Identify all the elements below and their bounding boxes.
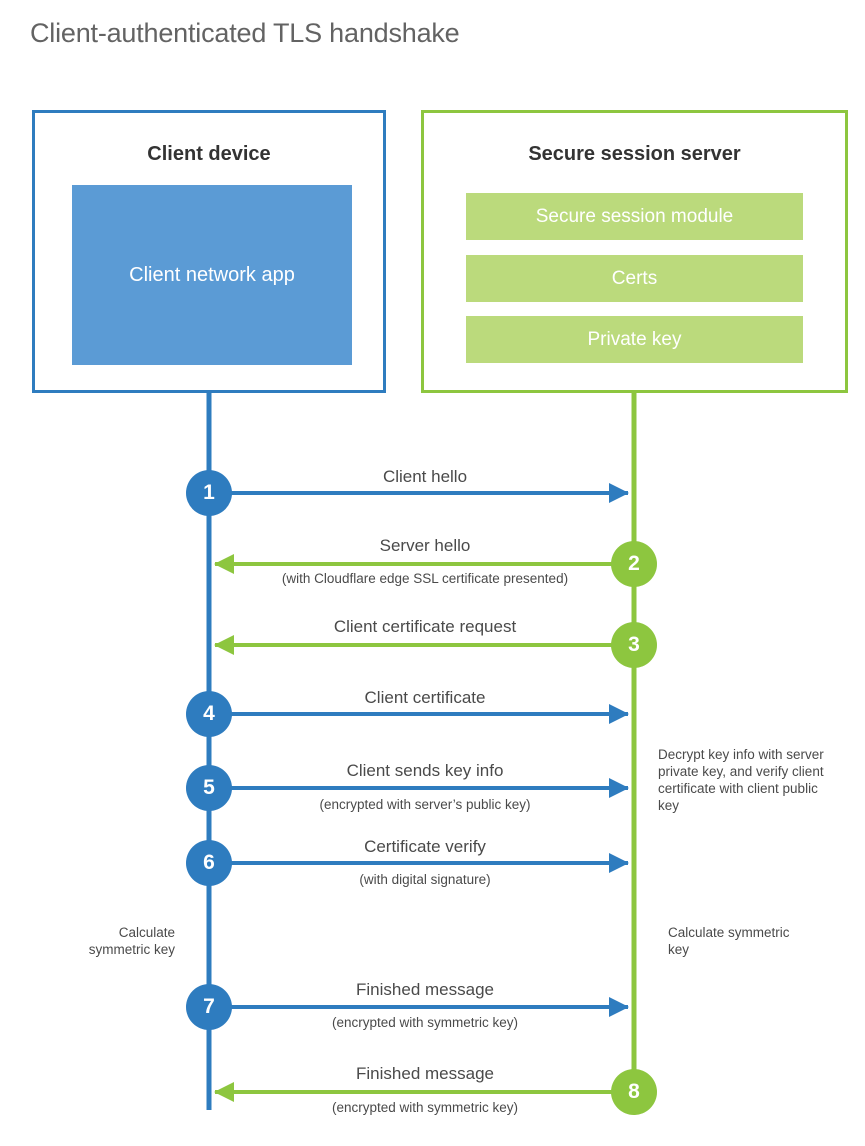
- message-label-8: Finished message: [356, 1064, 494, 1083]
- server-decrypt-note: Decrypt key info with server private key…: [658, 747, 824, 813]
- message-label-3: Client certificate request: [333, 617, 517, 636]
- step-badge-5[interactable]: 5: [186, 765, 232, 811]
- server-module-private-key: Private key: [466, 316, 803, 363]
- step-badge-3[interactable]: 3: [611, 622, 657, 668]
- server-calculate-symmetric-key-note: Calculate symmetric key: [668, 925, 790, 957]
- server-module-certs: Certs: [466, 255, 803, 302]
- message-label-1: Client hello: [382, 467, 468, 486]
- server-module-secure-session: Secure session module: [466, 193, 803, 240]
- step-badge-1[interactable]: 1: [186, 470, 232, 516]
- client-calculate-symmetric-key-note: Calculate symmetric key: [88, 925, 175, 957]
- message-label-6: Certificate verify: [364, 837, 486, 856]
- message-sublabel-6: (with digital signature): [359, 872, 491, 887]
- message-label-4: Client certificate: [364, 688, 486, 707]
- step-badge-6[interactable]: 6: [186, 840, 232, 886]
- message-sublabel-7: (encrypted with symmetric key): [331, 1015, 519, 1030]
- step-badge-4[interactable]: 4: [186, 691, 232, 737]
- secure-session-server-box: Secure session server Secure session mod…: [421, 110, 848, 393]
- client-device-title: Client device: [147, 143, 271, 165]
- message-label-7: Finished message: [356, 980, 494, 999]
- step-badge-8[interactable]: 8: [611, 1069, 657, 1115]
- message-label-5: Client sends key info: [346, 761, 504, 780]
- client-device-box: Client device Client network app: [32, 110, 386, 393]
- message-sublabel-5: (encrypted with server’s public key): [319, 797, 531, 812]
- message-sublabel-2: (with Cloudflare edge SSL certificate pr…: [281, 571, 569, 586]
- step-badge-2[interactable]: 2: [611, 541, 657, 587]
- secure-session-server-title: Secure session server: [528, 143, 741, 165]
- step-badge-7[interactable]: 7: [186, 984, 232, 1030]
- message-label-2: Server hello: [379, 536, 471, 555]
- page-title: Client-authenticated TLS handshake: [30, 18, 460, 48]
- client-network-app-block: Client network app: [72, 185, 352, 365]
- message-sublabel-8: (encrypted with symmetric key): [331, 1100, 519, 1115]
